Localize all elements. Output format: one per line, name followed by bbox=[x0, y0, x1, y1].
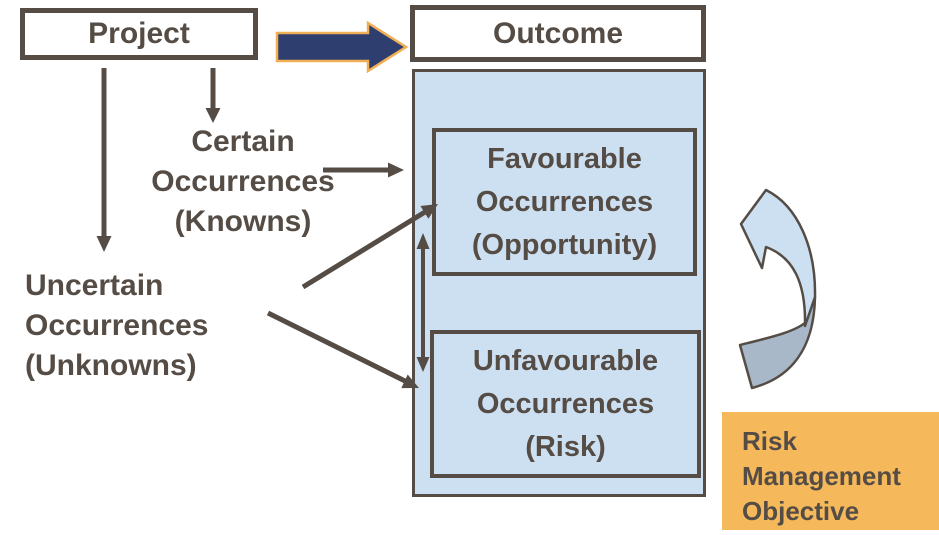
feedback-loop-curved-arrow-icon bbox=[738, 188, 817, 390]
unfavourable-occurrences-box: Unfavourable Occurrences (Risk) bbox=[430, 330, 701, 478]
uncertain-line-2: Occurrences bbox=[25, 309, 209, 342]
risk-management-objective-box: Risk Management Objective bbox=[722, 412, 939, 530]
certain-line-3: (Knowns) bbox=[174, 205, 312, 238]
project-to-uncertain-arrow-icon bbox=[96, 68, 112, 252]
project-box: Project bbox=[20, 8, 258, 60]
objective-line-2: Management bbox=[742, 461, 901, 491]
favourable-line-2: Occurrences bbox=[475, 185, 654, 218]
uncertain-to-unfavourable-arrow-icon bbox=[266, 310, 419, 389]
project-to-certain-arrow-icon bbox=[205, 68, 221, 123]
outcome-container bbox=[412, 69, 706, 497]
unfavourable-line-1: Unfavourable bbox=[472, 344, 659, 377]
uncertain-line-1: Uncertain bbox=[25, 269, 164, 302]
project-to-outcome-arrow-icon bbox=[275, 20, 409, 74]
outcome-box: Outcome bbox=[410, 5, 706, 62]
favourable-occurrences-box: Favourable Occurrences (Opportunity) bbox=[432, 128, 697, 276]
certain-occurrences-label: Certain Occurrences (Knowns) bbox=[123, 122, 363, 242]
outcome-label: Outcome bbox=[492, 16, 624, 50]
objective-line-1: Risk bbox=[742, 426, 797, 456]
favourable-line-3: (Opportunity) bbox=[471, 228, 658, 261]
project-label: Project bbox=[88, 17, 190, 50]
objective-line-3: Objective bbox=[742, 496, 860, 526]
unfavourable-line-3: (Risk) bbox=[525, 430, 606, 463]
favourable-line-1: Favourable bbox=[487, 142, 642, 175]
uncertain-line-3: (Unknowns) bbox=[25, 349, 197, 382]
uncertain-occurrences-label: Uncertain Occurrences (Unknowns) bbox=[25, 266, 285, 386]
certain-line-1: Certain bbox=[191, 125, 295, 158]
certain-line-2: Occurrences bbox=[151, 165, 335, 198]
unfavourable-line-2: Occurrences bbox=[476, 387, 655, 420]
